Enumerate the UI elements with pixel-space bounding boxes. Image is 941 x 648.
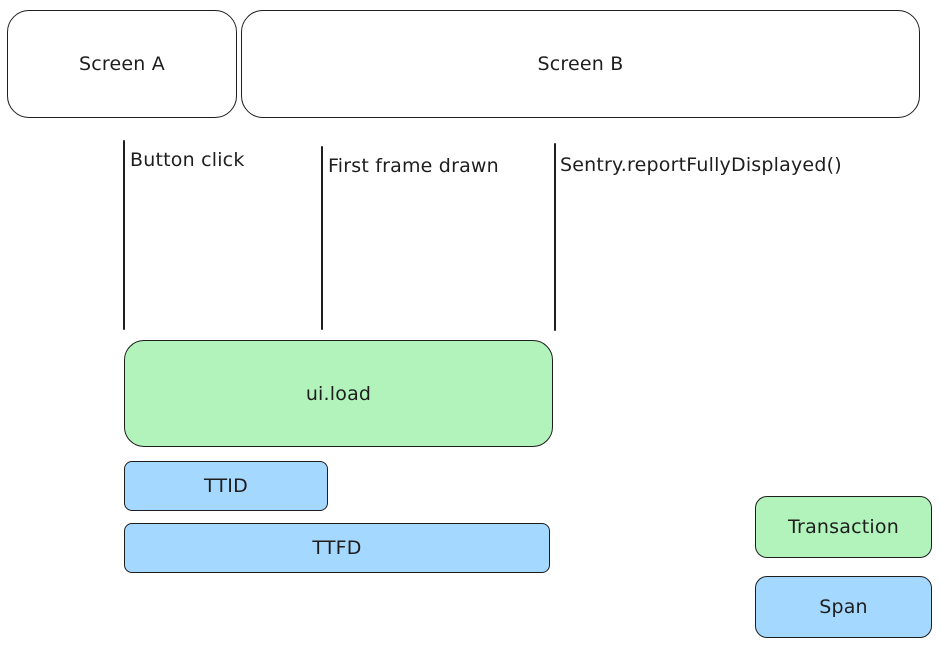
first-frame-label: First frame drawn — [328, 155, 499, 177]
ttid-span: TTID — [124, 461, 328, 511]
ttfd-span: TTFD — [124, 523, 550, 573]
ttid-label: TTID — [204, 475, 248, 497]
legend-span-label: Span — [819, 596, 868, 618]
screen-a-label: Screen A — [79, 53, 165, 75]
first-frame-marker — [321, 146, 323, 330]
fully-displayed-marker — [554, 143, 556, 331]
legend-span: Span — [755, 576, 932, 638]
button-click-marker — [123, 140, 125, 330]
ui-load-label: ui.load — [305, 382, 372, 405]
legend-transaction: Transaction — [755, 496, 932, 558]
fully-displayed-label: Sentry.reportFullyDisplayed() — [560, 154, 842, 176]
screen-b-box: Screen B — [241, 10, 920, 118]
ttfd-label: TTFD — [312, 537, 362, 559]
screen-a-box: Screen A — [7, 10, 237, 118]
screen-b-label: Screen B — [537, 53, 624, 75]
button-click-label: Button click — [130, 149, 245, 171]
ui-load-transaction: ui.load — [124, 340, 553, 447]
legend-transaction-label: Transaction — [788, 516, 899, 538]
